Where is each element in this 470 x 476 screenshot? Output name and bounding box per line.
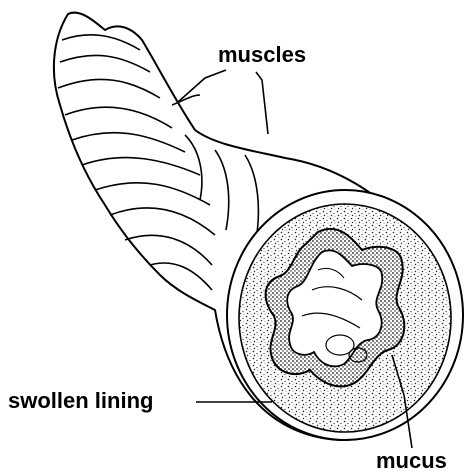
label-muscles: muscles	[218, 44, 306, 66]
leader-muscles-1	[178, 70, 226, 102]
label-swollen-lining: swollen lining	[8, 390, 153, 412]
label-mucus: mucus	[376, 450, 447, 472]
leader-muscles-2	[256, 72, 268, 134]
